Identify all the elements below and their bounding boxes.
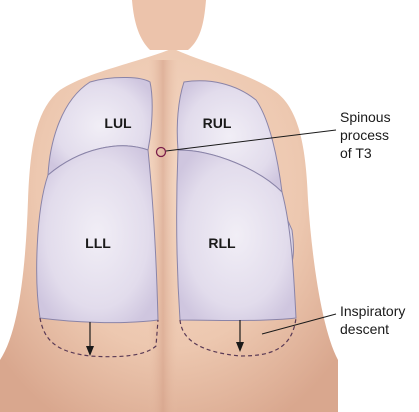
spinous-label-line-1: Spinous (340, 109, 391, 125)
lobe-label-lll: LLL (85, 235, 111, 251)
lobe-label-lul: LUL (104, 115, 132, 131)
spinous-process-marker (155, 146, 167, 158)
left-descent-arrow (86, 322, 94, 356)
spinous-label-line-3: of T3 (340, 145, 372, 161)
lobe-label-rul: RUL (203, 115, 232, 131)
left-descent-dashed-line (39, 317, 159, 358)
inspiratory-label-line-1: Inspiratory (340, 303, 405, 319)
neck (132, 0, 206, 50)
inspiratory-label-line-2: descent (340, 321, 389, 337)
right-descent-dashed-line (179, 317, 297, 357)
lobe-lll-shape (36, 145, 159, 324)
inspiratory-leader-line (261, 313, 337, 335)
lobe-label-rll: RLL (208, 235, 236, 251)
lobe-rll-shape (176, 149, 297, 321)
right-descent-arrow (236, 320, 244, 352)
spinous-label-line-2: process (340, 127, 389, 143)
spinous-leader-line (165, 129, 337, 152)
